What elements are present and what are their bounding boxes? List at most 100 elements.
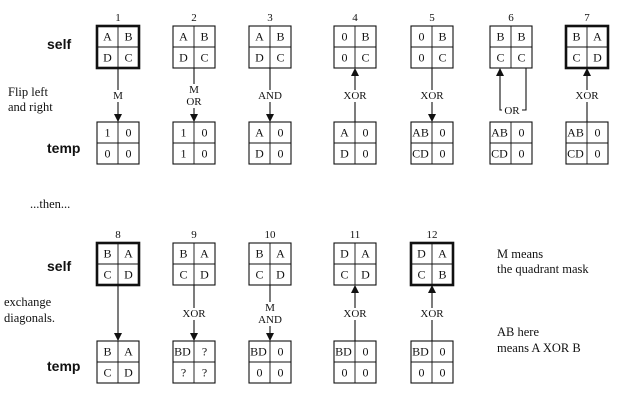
self-cell-11-1: A (361, 247, 370, 261)
temp-cell-12-2: 0 (419, 366, 425, 380)
temp-cell-6-2: CD (491, 147, 508, 161)
temp-cell-3-3: 0 (278, 147, 284, 161)
op-mask-5-0 (418, 90, 446, 102)
self-cell-6-0: B (496, 30, 504, 44)
mask-note-line2: the quadrant mask (497, 262, 589, 276)
temp-cell-8-1: A (124, 345, 133, 359)
temp-cell-11-3: 0 (363, 366, 369, 380)
xor-note-line1: AB here (497, 325, 539, 339)
temp-cell-10-1: 0 (278, 345, 284, 359)
step-number-8: 8 (115, 229, 121, 241)
temp-cell-11-2: 0 (342, 366, 348, 380)
self-cell-10-3: D (276, 268, 285, 282)
temp-label-top: temp (47, 140, 80, 156)
temp-cell-12-1: 0 (440, 345, 446, 359)
flip-note-line2: and right (8, 100, 53, 114)
temp-cell-5-0: AB (412, 126, 429, 140)
self-cell-1-2: D (103, 51, 112, 65)
self-cell-7-3: D (593, 51, 602, 65)
op-mask-6 (502, 103, 522, 116)
self-cell-9-1: A (200, 247, 209, 261)
temp-cell-5-2: CD (412, 147, 429, 161)
self-cell-2-3: C (200, 51, 208, 65)
temp-cell-8-3: D (124, 366, 133, 380)
self-cell-6-2: C (496, 51, 504, 65)
self-cell-2-1: B (200, 30, 208, 44)
temp-cell-6-0: AB (491, 126, 508, 140)
exchange-note-line1: exchange (4, 295, 52, 309)
temp-cell-4-1: 0 (363, 126, 369, 140)
step-number-7: 7 (584, 12, 590, 24)
op-mask-3-0 (256, 90, 284, 102)
step-number-9: 9 (191, 229, 197, 241)
op-mask-12-0 (418, 308, 446, 320)
temp-cell-12-3: 0 (440, 366, 446, 380)
op-label-2-0: M (189, 84, 199, 96)
op-label-12-0: XOR (420, 308, 444, 320)
self-label-top: self (47, 36, 71, 52)
self-cell-12-2: C (417, 268, 425, 282)
step-number-10: 10 (265, 229, 277, 241)
temp-cell-7-2: CD (567, 147, 584, 161)
temp-cell-2-1: 0 (202, 126, 208, 140)
temp-cell-1-1: 0 (126, 126, 132, 140)
temp-cell-2-3: 0 (202, 147, 208, 161)
self-cell-12-1: A (438, 247, 447, 261)
self-cell-9-0: B (179, 247, 187, 261)
temp-cell-2-2: 1 (181, 147, 187, 161)
temp-cell-10-3: 0 (278, 366, 284, 380)
op-mask-2-0 (180, 84, 208, 96)
step-number-2: 2 (191, 12, 197, 24)
op-mask-10-1 (256, 314, 284, 326)
op-mask-10-0 (256, 302, 284, 314)
self-cell-9-3: D (200, 268, 209, 282)
temp-cell-9-1: ? (202, 345, 207, 359)
temp-cell-12-0: BD (412, 345, 429, 359)
temp-cell-5-1: 0 (440, 126, 446, 140)
step-number-6: 6 (508, 12, 514, 24)
self-cell-12-0: D (417, 247, 426, 261)
temp-label-bottom: temp (47, 358, 80, 374)
temp-cell-4-0: A (340, 126, 349, 140)
temp-cell-1-2: 0 (105, 147, 111, 161)
self-cell-2-2: D (179, 51, 188, 65)
exchange-note-line2: diagonals. (4, 311, 55, 325)
self-cell-6-1: B (517, 30, 525, 44)
self-cell-9-2: C (179, 268, 187, 282)
temp-cell-1-3: 0 (126, 147, 132, 161)
step-number-12: 12 (427, 229, 438, 241)
self-cell-6-3: C (517, 51, 525, 65)
op-label-7-0: XOR (575, 90, 599, 102)
temp-cell-5-3: 0 (440, 147, 446, 161)
temp-cell-7-1: 0 (595, 126, 601, 140)
temp-cell-7-0: AB (567, 126, 584, 140)
step-number-5: 5 (429, 12, 435, 24)
self-cell-11-0: D (340, 247, 349, 261)
self-cell-12-3: B (438, 268, 446, 282)
op-mask-7-0 (573, 90, 601, 102)
self-cell-8-0: B (103, 247, 111, 261)
self-cell-11-3: D (361, 268, 370, 282)
op-mask-11-0 (341, 308, 369, 320)
self-cell-8-3: D (124, 268, 133, 282)
temp-cell-11-1: 0 (363, 345, 369, 359)
self-cell-4-1: B (361, 30, 369, 44)
self-cell-1-1: B (124, 30, 132, 44)
temp-cell-7-3: 0 (595, 147, 601, 161)
op-label-9-0: XOR (182, 308, 206, 320)
self-cell-7-0: B (572, 30, 580, 44)
temp-cell-11-0: BD (335, 345, 352, 359)
step-number-3: 3 (267, 12, 273, 24)
self-cell-5-0: 0 (419, 30, 425, 44)
self-cell-10-2: C (255, 268, 263, 282)
op-label-6-0: OR (504, 105, 520, 117)
op-mask-2-1 (180, 96, 208, 108)
op-label-10-0: M (265, 302, 275, 314)
temp-cell-4-2: D (340, 147, 349, 161)
then-note: ...then... (30, 197, 70, 211)
mask-note-line1: M means (497, 247, 543, 261)
op-label-1-0: M (113, 90, 123, 102)
op-label-3-0: AND (258, 90, 282, 102)
